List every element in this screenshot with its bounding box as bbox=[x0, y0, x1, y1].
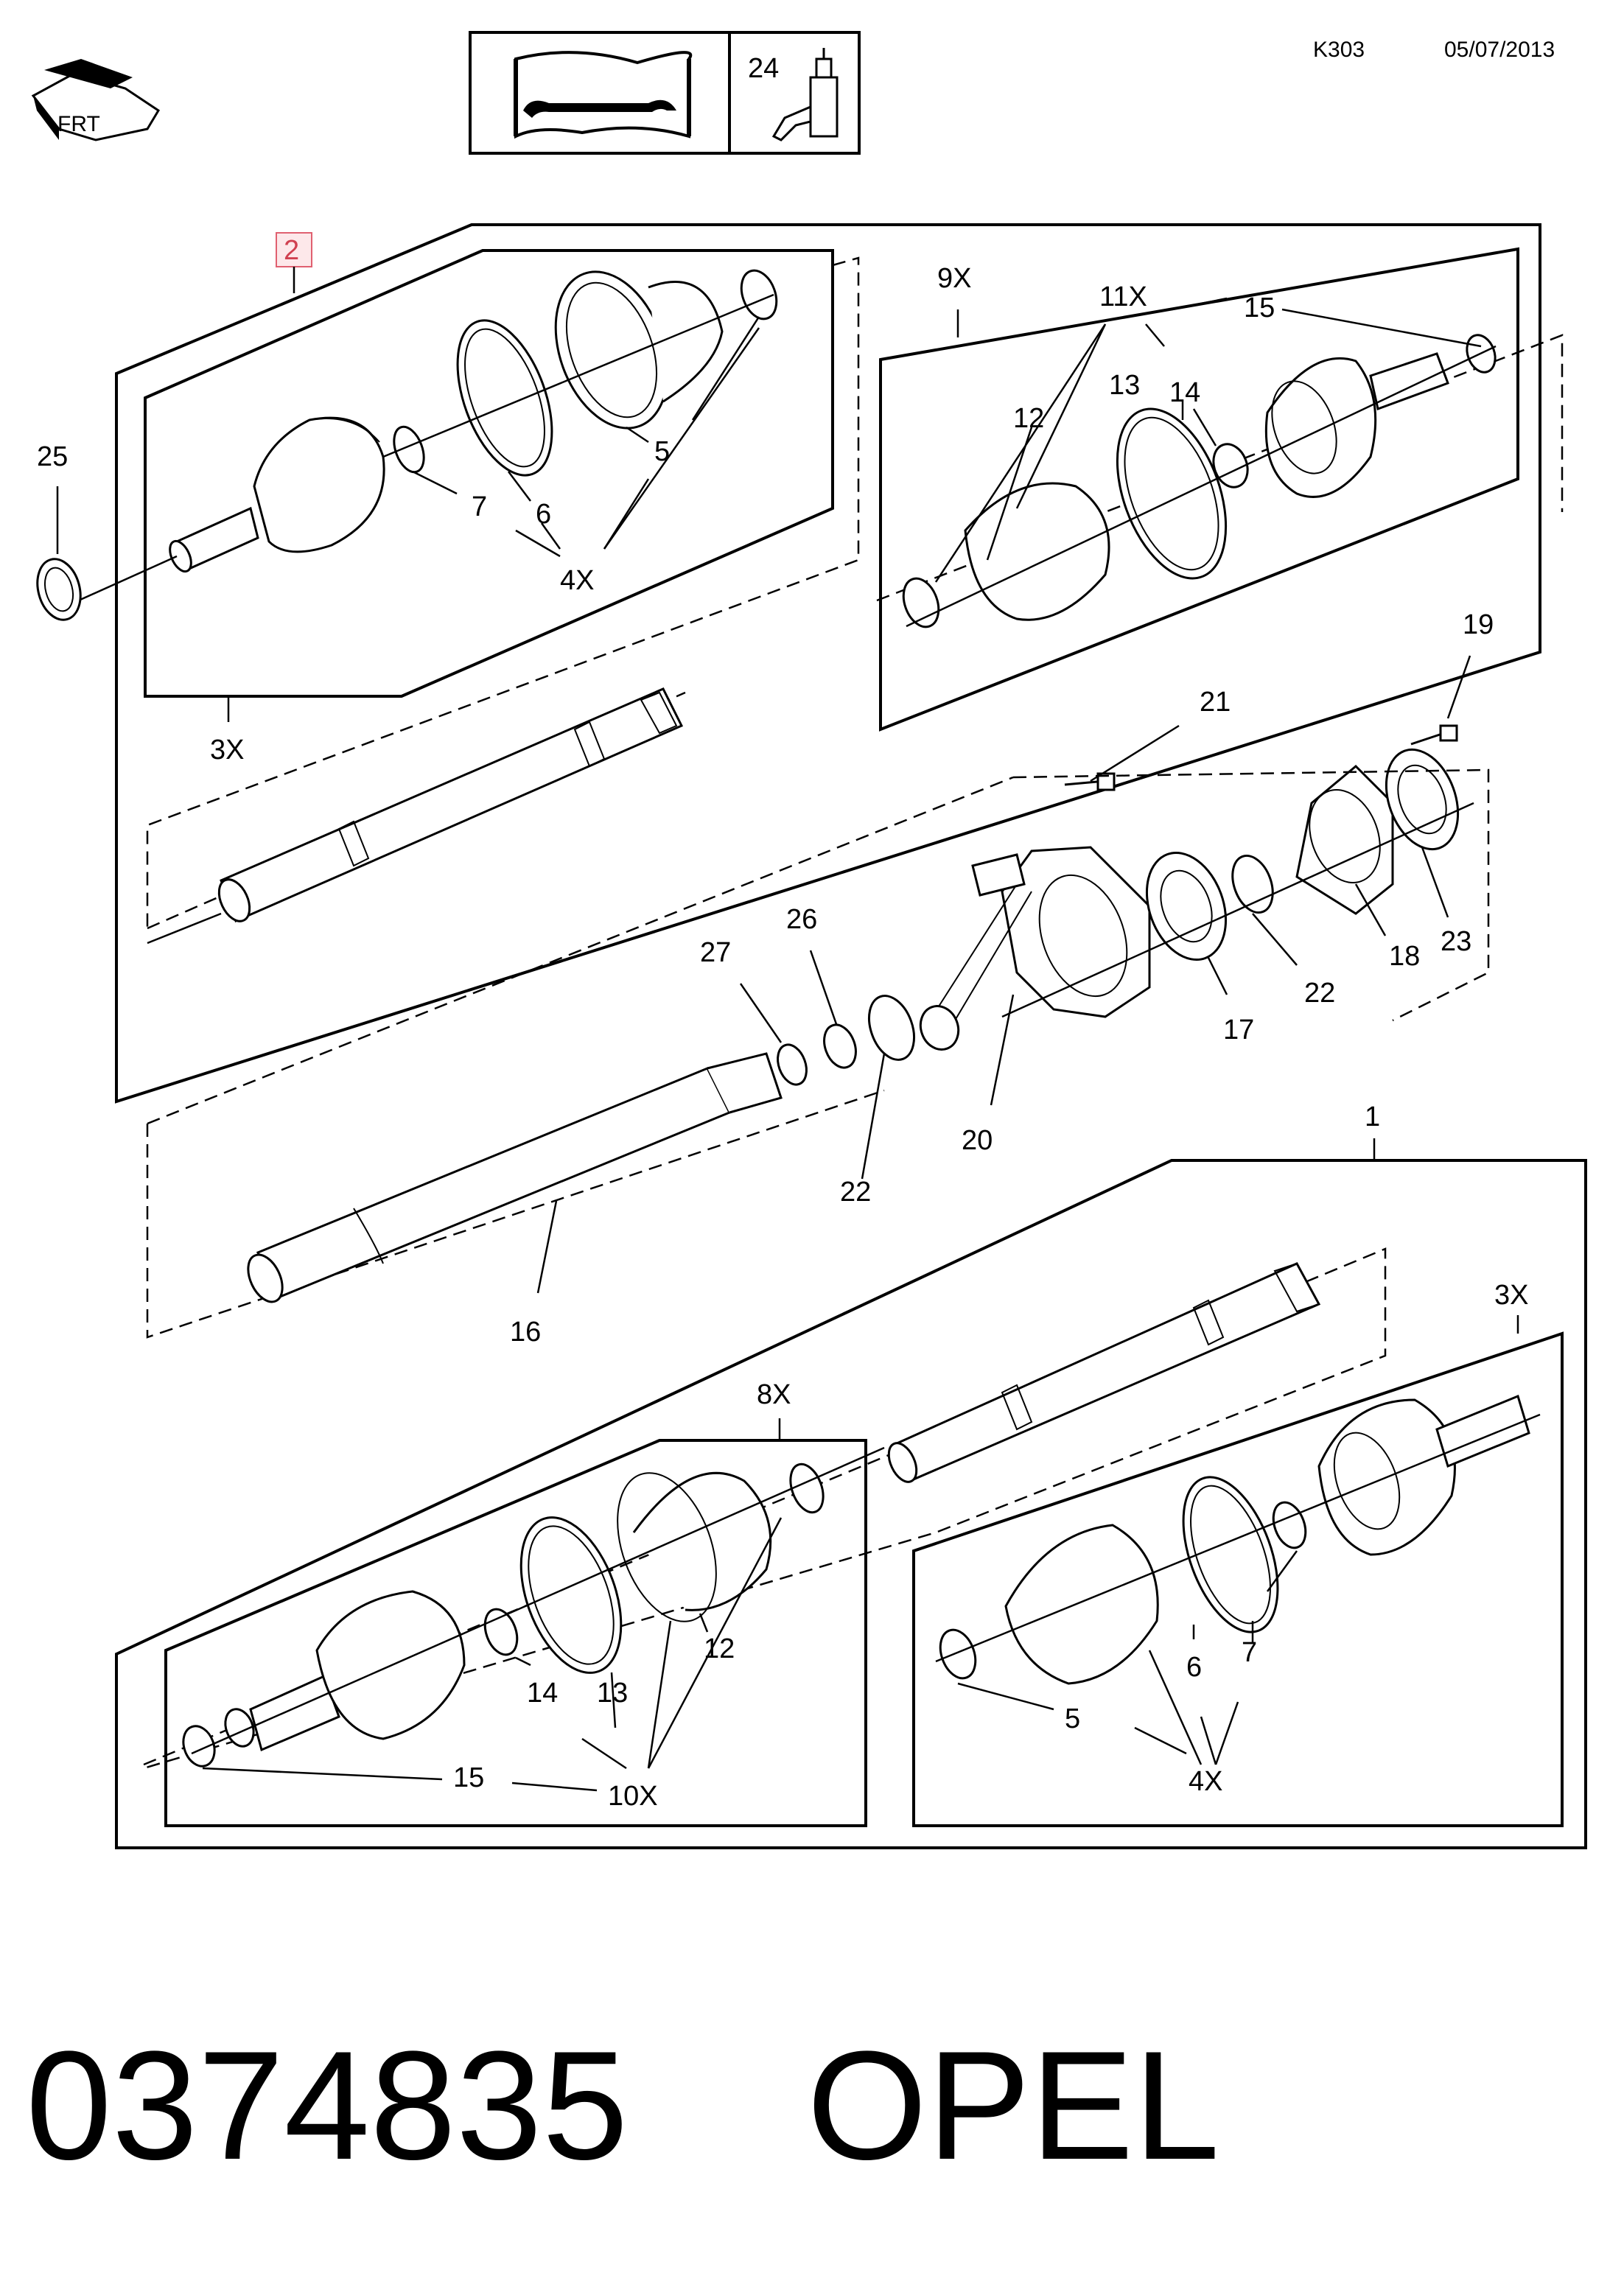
front-marker-label: FRT bbox=[57, 112, 100, 136]
callout-18: 18 bbox=[1389, 941, 1420, 972]
callout-11x: 11X bbox=[1099, 281, 1147, 312]
callout-7-upper: 7 bbox=[472, 491, 487, 522]
service-manual-wrench-icon bbox=[514, 51, 692, 139]
parts-7-6-5-upper bbox=[382, 269, 778, 558]
lower-shaft bbox=[887, 1262, 1321, 1483]
callout-8x: 8X bbox=[757, 1379, 791, 1410]
callout-5-upper: 5 bbox=[654, 436, 670, 467]
tool-box-number: 24 bbox=[748, 53, 779, 84]
callout-23: 23 bbox=[1441, 926, 1471, 957]
callout-22-left: 22 bbox=[840, 1177, 871, 1208]
assembly-2-number-box: 2 bbox=[276, 232, 312, 293]
callout-labels: 25 7 6 4X 5 3X 9X 11X 15 13 14 12 19 21 … bbox=[37, 263, 1528, 1812]
upper-shaft bbox=[147, 687, 686, 945]
outer-joint-kit-box-upper bbox=[144, 249, 860, 928]
outer-cv-joint-upper bbox=[73, 416, 385, 604]
front-direction-marker: FRT bbox=[31, 59, 161, 141]
callout-22-right: 22 bbox=[1304, 978, 1335, 1009]
callout-15-upper: 15 bbox=[1244, 292, 1275, 323]
callout-19: 19 bbox=[1463, 609, 1494, 640]
callout-26: 26 bbox=[786, 904, 817, 935]
part-number: 0374835 bbox=[26, 2019, 629, 2192]
callout-14-upper: 14 bbox=[1169, 377, 1200, 408]
outer-joint-kit-box-lower bbox=[912, 1315, 1564, 1827]
callout-12-upper: 12 bbox=[1013, 403, 1044, 434]
callout-13-lower: 13 bbox=[597, 1678, 628, 1709]
callout-6-lower: 6 bbox=[1186, 1652, 1202, 1683]
assembly-2-outline bbox=[115, 223, 1541, 1104]
header-icon-box: 24 bbox=[469, 31, 861, 155]
callout-14-lower: 14 bbox=[527, 1678, 558, 1709]
page-code: K303 bbox=[1313, 38, 1365, 62]
callout-10x: 10X bbox=[608, 1781, 658, 1812]
callout-27: 27 bbox=[700, 937, 731, 968]
grease-tool-icon bbox=[771, 48, 839, 141]
callout-4x-upper: 4X bbox=[560, 565, 594, 596]
inner-joint-kit-box-upper bbox=[876, 247, 1564, 732]
bearing-support-group bbox=[919, 655, 1490, 1106]
callout-5-lower: 5 bbox=[1065, 1703, 1080, 1734]
callout-1: 1 bbox=[1365, 1101, 1380, 1132]
rings-and-shaft-16 bbox=[146, 776, 1014, 1339]
callout-3x-upper: 3X bbox=[210, 735, 244, 766]
inner-cv-joint-upper bbox=[902, 297, 1497, 628]
callout-7-lower: 7 bbox=[1242, 1637, 1257, 1668]
brand-name: OPEL bbox=[807, 2019, 1219, 2192]
inner-joint-kit-box-lower bbox=[164, 1418, 885, 1827]
callout-6-upper: 6 bbox=[536, 499, 551, 530]
callout-12-lower: 12 bbox=[704, 1633, 735, 1664]
assembly-2-number: 2 bbox=[284, 235, 299, 266]
callout-17: 17 bbox=[1223, 1015, 1254, 1045]
circlip-25 bbox=[36, 486, 82, 621]
callout-21: 21 bbox=[1200, 687, 1231, 718]
callout-13-upper: 13 bbox=[1109, 370, 1140, 401]
callout-16: 16 bbox=[510, 1317, 541, 1348]
callout-4x-lower: 4X bbox=[1189, 1766, 1222, 1797]
callout-20: 20 bbox=[962, 1125, 993, 1156]
callout-25: 25 bbox=[37, 441, 68, 472]
page-date: 05/07/2013 bbox=[1444, 38, 1555, 62]
callout-9x: 9X bbox=[937, 263, 971, 294]
callout-15-lower: 15 bbox=[453, 1762, 484, 1793]
callout-3x-lower: 3X bbox=[1494, 1280, 1528, 1311]
